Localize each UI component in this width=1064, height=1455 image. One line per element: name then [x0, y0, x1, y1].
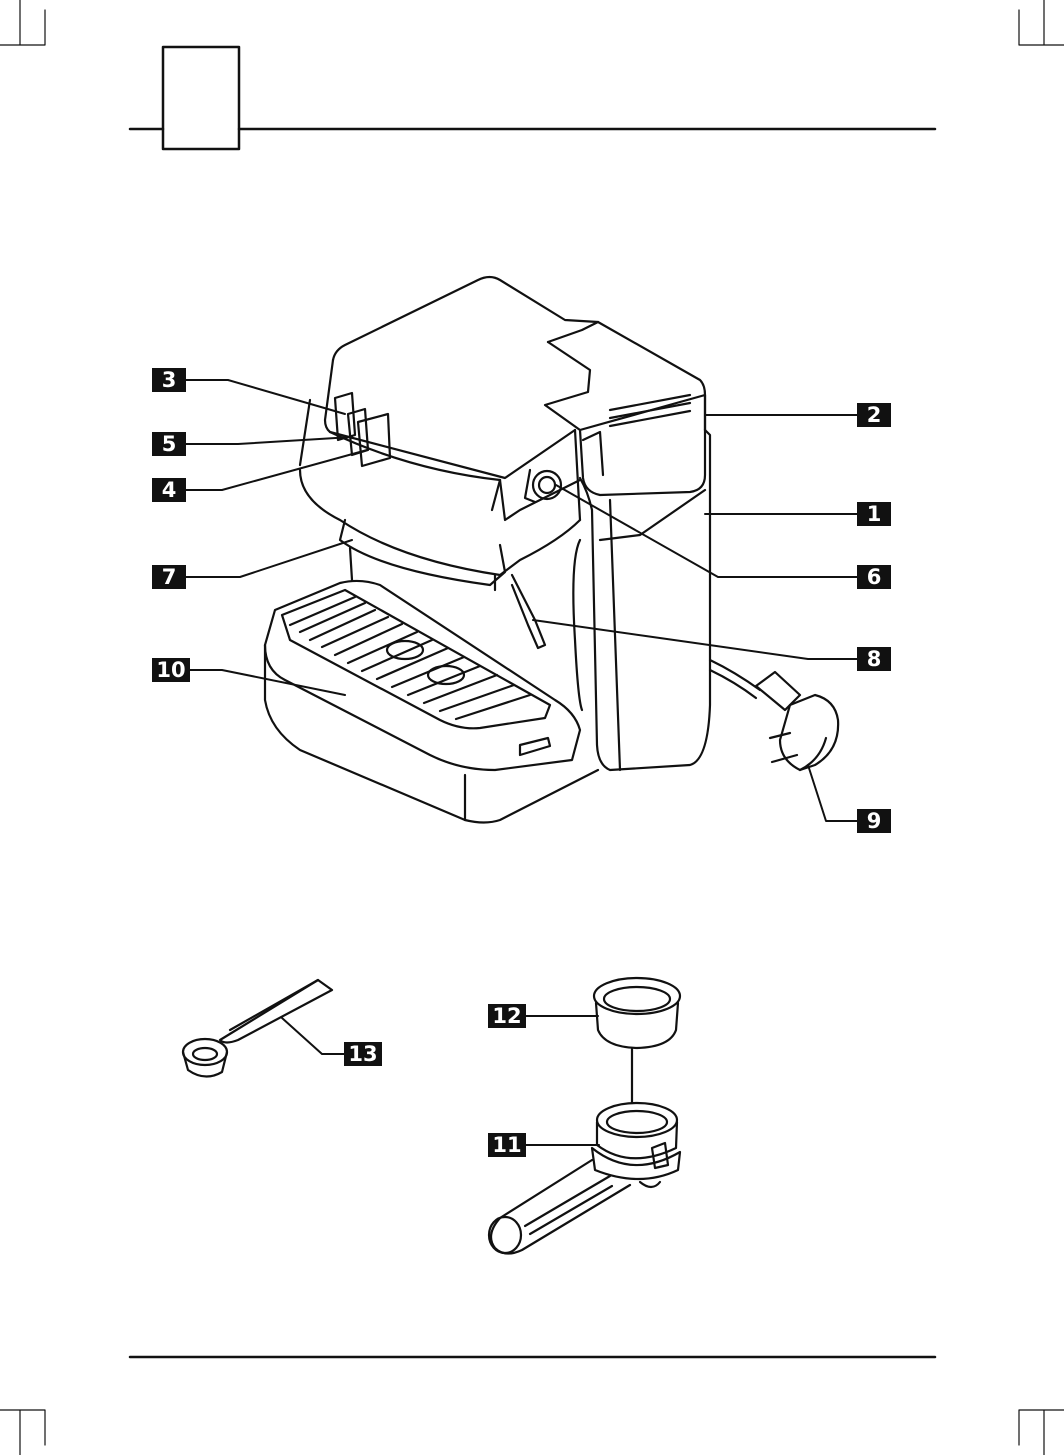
header-rule: [130, 47, 935, 149]
coffee-machine-illustration: [265, 277, 838, 823]
callout-label-5: 5: [152, 432, 186, 456]
callout-label-1: 1: [857, 502, 891, 526]
power-cord-plug: [710, 660, 838, 770]
control-switches: [335, 393, 390, 466]
steam-wand: [512, 575, 545, 648]
callout-label-9: 9: [857, 809, 891, 833]
callout-label-11: 11: [488, 1133, 526, 1157]
callout-label-4: 4: [152, 478, 186, 502]
callout-label-6: 6: [857, 565, 891, 589]
callout-label-2: 2: [857, 403, 891, 427]
drip-tray: [265, 581, 598, 823]
callout-label-10: 10: [152, 658, 190, 682]
measuring-spoon-illustration: [183, 980, 332, 1077]
leader-lines: [186, 380, 857, 1145]
callout-label-7: 7: [152, 565, 186, 589]
callout-label-13: 13: [344, 1042, 382, 1066]
steam-knob: [525, 470, 561, 502]
callout-label-8: 8: [857, 647, 891, 671]
callout-label-3: 3: [152, 368, 186, 392]
callout-label-12: 12: [488, 1004, 526, 1028]
water-tank: [580, 395, 705, 495]
machine-lid: [333, 277, 705, 430]
